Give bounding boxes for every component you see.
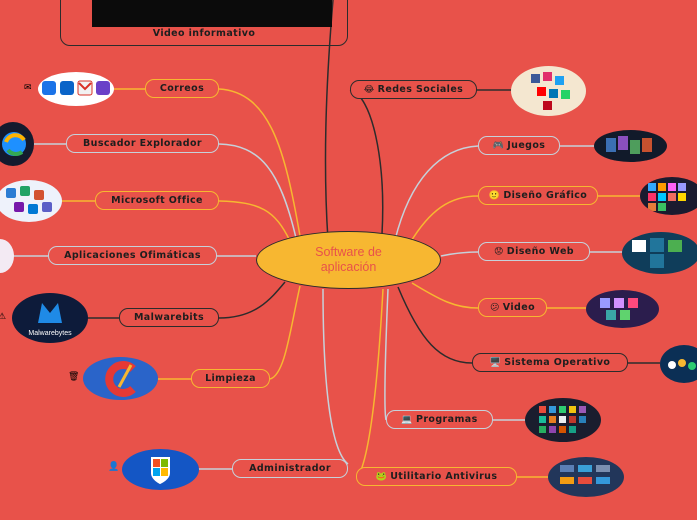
- node-antivirus-label: Utilitario Antivirus: [390, 471, 498, 482]
- small-bug-icon: ⚠: [0, 312, 7, 322]
- node-microsoft-office[interactable]: Microsoft Office: [95, 191, 219, 210]
- connector-limpieza: [269, 285, 301, 380]
- node-utilitario-antivirus[interactable]: 🐸 Utilitario Antivirus: [356, 467, 517, 486]
- desktop-icon: 🖥️: [489, 357, 502, 368]
- web-design-image: [622, 232, 697, 274]
- office-apps-image: [0, 180, 62, 222]
- node-sistema-operativo[interactable]: 🖥️ Sistema Operativo: [472, 353, 628, 372]
- central-topic[interactable]: Software de aplicación: [256, 231, 441, 289]
- node-administrador[interactable]: Administrador: [232, 459, 348, 478]
- connector-correos: [218, 88, 301, 237]
- node-limpieza-label: Limpieza: [205, 373, 256, 384]
- node-buscador-explorador[interactable]: Buscador Explorador: [66, 134, 219, 153]
- smile-emoji-icon: 🙂: [488, 190, 501, 201]
- node-correos[interactable]: Correos: [145, 79, 219, 98]
- malwarebytes-logo-image: Malwarebytes: [12, 293, 88, 343]
- gamepad-icon: 🎮: [492, 140, 505, 151]
- browser-logos-image: [0, 122, 34, 166]
- office-suite-image: [0, 239, 14, 273]
- node-malwarebits-label: Malwarebits: [133, 312, 205, 323]
- admin-user-icon: 👤: [108, 462, 120, 472]
- connector-office: [218, 200, 291, 242]
- node-malwarebits[interactable]: Malwarebits: [119, 308, 219, 327]
- node-office-label: Microsoft Office: [111, 195, 203, 206]
- connector-buscador: [218, 143, 297, 239]
- connector-sistema: [397, 286, 473, 364]
- connector-grafico: [409, 195, 479, 244]
- node-redes-sociales[interactable]: 😂 Redes Sociales: [350, 80, 477, 99]
- video-apps-image: [586, 290, 659, 328]
- games-image: [594, 130, 667, 162]
- operating-systems-image: [660, 345, 697, 383]
- node-sistema-label: Sistema Operativo: [504, 357, 611, 368]
- connector-video-branch: [411, 282, 479, 309]
- node-limpieza[interactable]: Limpieza: [191, 369, 270, 388]
- connector-administrador: [322, 288, 349, 465]
- trash-icon: 🗑: [68, 372, 80, 382]
- connector-programas: [384, 288, 389, 421]
- node-administrador-label: Administrador: [249, 463, 331, 474]
- ccleaner-logo-image: [83, 357, 158, 400]
- design-apps-image: [640, 177, 697, 215]
- node-redes-label: Redes Sociales: [377, 84, 464, 95]
- confused-emoji-icon: 😕: [489, 302, 500, 313]
- node-ofimaticas-label: Aplicaciones Ofimáticas: [64, 250, 201, 261]
- video-frame: [60, 0, 348, 46]
- small-envelope-icon: ✉: [24, 83, 32, 93]
- video-thumbnail[interactable]: [92, 0, 332, 27]
- node-buscador-label: Buscador Explorador: [83, 138, 202, 149]
- laughing-emoji-icon: 😂: [363, 84, 375, 95]
- node-video-label: Video: [502, 302, 535, 313]
- central-line-1: Software de: [315, 245, 382, 259]
- node-programas-label: Programas: [415, 414, 478, 425]
- node-video[interactable]: 😕 Video: [478, 298, 547, 317]
- laptop-icon: 💻: [401, 414, 413, 425]
- node-web-label: Diseño Web: [506, 246, 575, 257]
- node-correos-label: Correos: [159, 83, 205, 94]
- central-line-2: aplicación: [320, 260, 377, 274]
- connector-redes: [349, 89, 384, 235]
- email-apps-image: [38, 72, 114, 106]
- node-juegos[interactable]: 🎮 Juegos: [478, 136, 560, 155]
- programs-grid-image: [525, 398, 601, 442]
- node-grafico-label: Diseño Gráfico: [503, 190, 588, 201]
- node-juegos-label: Juegos: [507, 140, 546, 151]
- windows-admin-image: [122, 449, 199, 490]
- video-title: Video informativo: [152, 28, 256, 39]
- node-programas[interactable]: 💻 Programas: [386, 410, 493, 429]
- antivirus-logos-image: [548, 457, 624, 497]
- worried-emoji-icon: 😟: [493, 246, 504, 257]
- node-aplicaciones-ofimaticas[interactable]: Aplicaciones Ofimáticas: [48, 246, 217, 265]
- social-media-image: [511, 66, 586, 116]
- connector-malwarebits: [218, 281, 286, 319]
- frog-icon: 🐸: [375, 471, 388, 482]
- node-diseno-web[interactable]: 😟 Diseño Web: [478, 242, 590, 261]
- connector-antivirus: [357, 288, 384, 478]
- connector-juegos: [394, 145, 479, 241]
- node-diseno-grafico[interactable]: 🙂 Diseño Gráfico: [478, 186, 598, 205]
- connector-web: [440, 251, 479, 257]
- malwarebytes-text: Malwarebytes: [28, 330, 72, 337]
